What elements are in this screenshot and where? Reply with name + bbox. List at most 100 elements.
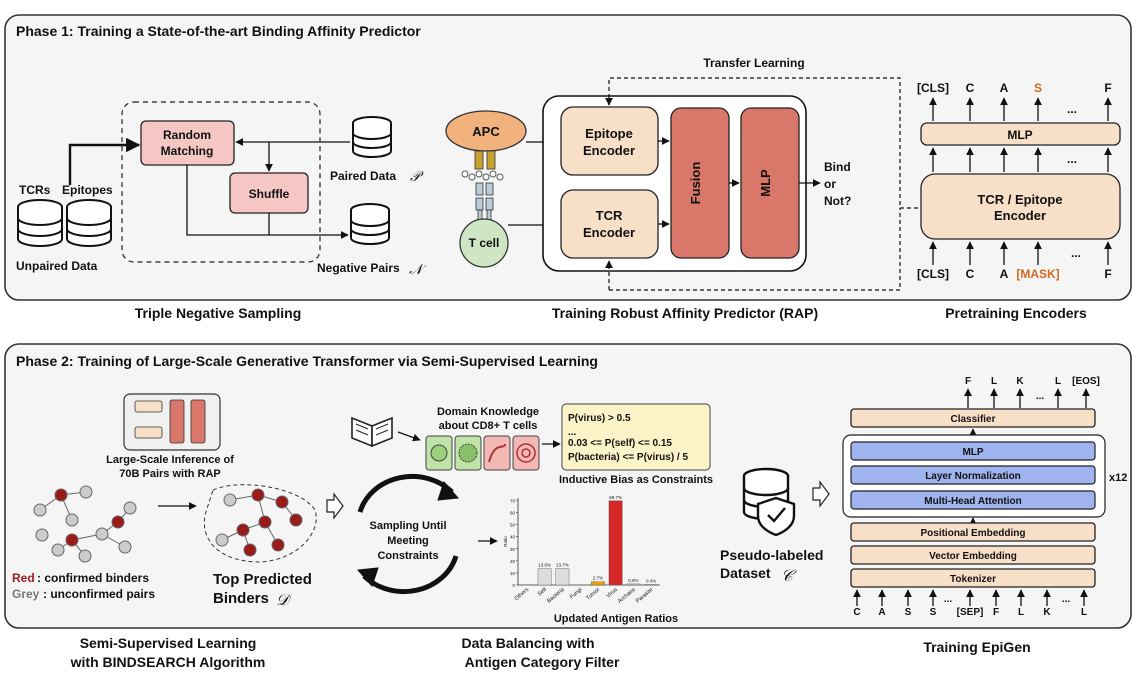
pseudo-label-1: Pseudo-labeled — [720, 547, 823, 563]
paired-label: Paired Data — [330, 169, 396, 183]
paired-database-icon — [352, 116, 392, 158]
chart-data-label: 0.4% — [646, 579, 656, 584]
next-arrow-icon-2 — [812, 480, 830, 508]
constraint-line: ... — [568, 427, 577, 438]
constraints-box — [561, 403, 711, 471]
in-token: A — [878, 607, 885, 618]
chart-data-label: 0.9% — [628, 578, 638, 583]
phase2-panel — [4, 343, 1132, 629]
in-tokens: C A S S ... [SEP] F L K ... L — [853, 594, 1087, 618]
x12-label: x12 — [1109, 472, 1127, 484]
book-icon — [351, 416, 393, 448]
caption-rap: Training Robust Affinity Predictor (RAP) — [552, 305, 818, 321]
chart-y-label: Ratio — [503, 536, 508, 547]
out-token: ... — [1036, 391, 1045, 402]
tcr-database-icon — [17, 199, 63, 247]
chart-bar — [626, 583, 641, 586]
top-pred-label-2: Binders — [213, 590, 269, 607]
domain-label-2: about CD8+ T cells — [439, 420, 538, 432]
posemb-box — [850, 522, 1096, 542]
tcr-encoder-box — [560, 189, 659, 259]
in-token: S — [930, 607, 937, 618]
tokenizer-box — [850, 568, 1096, 588]
in-token: L — [1018, 607, 1024, 618]
transfer-path-top — [608, 77, 922, 209]
epitope-encoder-label-2: Encoder — [583, 143, 635, 158]
negative-database-icon — [350, 203, 390, 245]
tcell-label: T cell — [469, 236, 500, 250]
in-token: ... — [944, 594, 953, 605]
transfer-label: Transfer Learning — [703, 56, 804, 70]
chart-bar — [591, 581, 605, 586]
caption-epigen: Training EpiGen — [923, 639, 1030, 655]
fusion-label: Fusion — [688, 162, 703, 205]
enc-bottom-token: A — [1000, 267, 1009, 281]
tcr-encoder-label-1: TCR — [596, 208, 623, 223]
bind-label-2: or — [824, 177, 836, 191]
caption-triple-negative: Triple Negative Sampling — [135, 305, 302, 321]
enc-mlp-label: MLP — [1007, 128, 1032, 142]
tokenizer-label: Tokenizer — [950, 574, 996, 585]
chart-y-tick-label: 0 — [512, 583, 515, 588]
enc-top-token: A — [1000, 81, 1009, 95]
sampling-label-2: Meeting — [387, 535, 429, 547]
inference-label-1: Large-Scale Inference of — [106, 454, 234, 466]
chart-data-label: 2.7% — [593, 576, 603, 581]
classifier-box — [850, 408, 1096, 428]
caption-ssl-1: Semi-Supervised Learning — [80, 635, 257, 651]
enc-box-label-2: Encoder — [994, 208, 1046, 223]
rap-mini-icon — [123, 393, 221, 451]
epitope-encoder-label-1: Epitope — [585, 126, 633, 141]
top-binders-icon — [203, 484, 317, 563]
cycle-arrows-icon — [356, 473, 460, 595]
enc-top-token: [CLS] — [917, 81, 949, 95]
chart-data-label: 69.7% — [609, 495, 622, 500]
in-token: S — [905, 607, 912, 618]
updated-ratios-label: Updated Antigen Ratios — [554, 613, 678, 625]
chart-y-tick-label: 30 — [510, 547, 516, 552]
negative-label: Negative Pairs — [317, 261, 400, 275]
in-token: ... — [1062, 594, 1071, 605]
enc-bottom-token: F — [1104, 267, 1111, 281]
epitope-encoder-box — [560, 106, 659, 176]
caption-ssl-2: with BINDSEARCH Algorithm — [70, 654, 266, 670]
chart-y-tick-label: 50 — [510, 523, 516, 528]
chart-data-label: 13.6% — [538, 563, 551, 568]
out-token: L — [1055, 376, 1061, 387]
out-token: K — [1016, 376, 1024, 387]
layernorm-label: Layer Normalization — [925, 471, 1021, 482]
phase2-title: Phase 2: Training of Large-Scale Generat… — [16, 353, 598, 369]
binder-graph-icon — [33, 485, 137, 563]
sampling-region — [121, 101, 321, 263]
chart-x-tick-label: Self — [537, 587, 548, 598]
inductive-label: Inductive Bias as Constraints — [559, 474, 713, 486]
chart-bar — [608, 500, 623, 586]
shuffle-label: Shuffle — [249, 187, 290, 201]
constraint-line: P(virus) > 0.5 — [568, 413, 631, 424]
epitopes-label: Epitopes — [62, 183, 113, 197]
chart-data-label: 13.7% — [556, 562, 569, 567]
layernorm-box — [850, 465, 1096, 485]
apc-label: APC — [472, 124, 500, 139]
random-matching-label-1: Random — [163, 128, 211, 142]
chart-y-tick-label: 70 — [510, 498, 516, 503]
out-token: F — [965, 376, 971, 387]
enc-bottom-token: [CLS] — [917, 267, 949, 281]
legend-red: Red — [12, 571, 35, 585]
enc-bottom-token-mask: [MASK] — [1016, 267, 1059, 281]
enc-mlp-box — [920, 122, 1121, 146]
legend-grey: Grey — [12, 587, 40, 601]
antigen-icons — [425, 435, 540, 471]
tcr-encoder-label-2: Encoder — [583, 225, 635, 240]
chart-y-tick-label: 20 — [510, 559, 516, 564]
posemb-label: Positional Embedding — [920, 528, 1025, 539]
epitope-database-icon — [66, 199, 112, 247]
constraint-line: P(bacteria) <= P(virus) / 5 — [568, 452, 688, 463]
chart-bar — [537, 568, 552, 586]
legend-grey-text: : unconfirmed pairs — [43, 587, 155, 601]
sampling-label-1: Sampling Until — [370, 520, 447, 532]
chart-y-tick-label: 60 — [510, 511, 516, 516]
pseudo-label-2: Dataset — [720, 565, 771, 581]
top-pred-symbol: 𝒟 — [276, 592, 292, 609]
